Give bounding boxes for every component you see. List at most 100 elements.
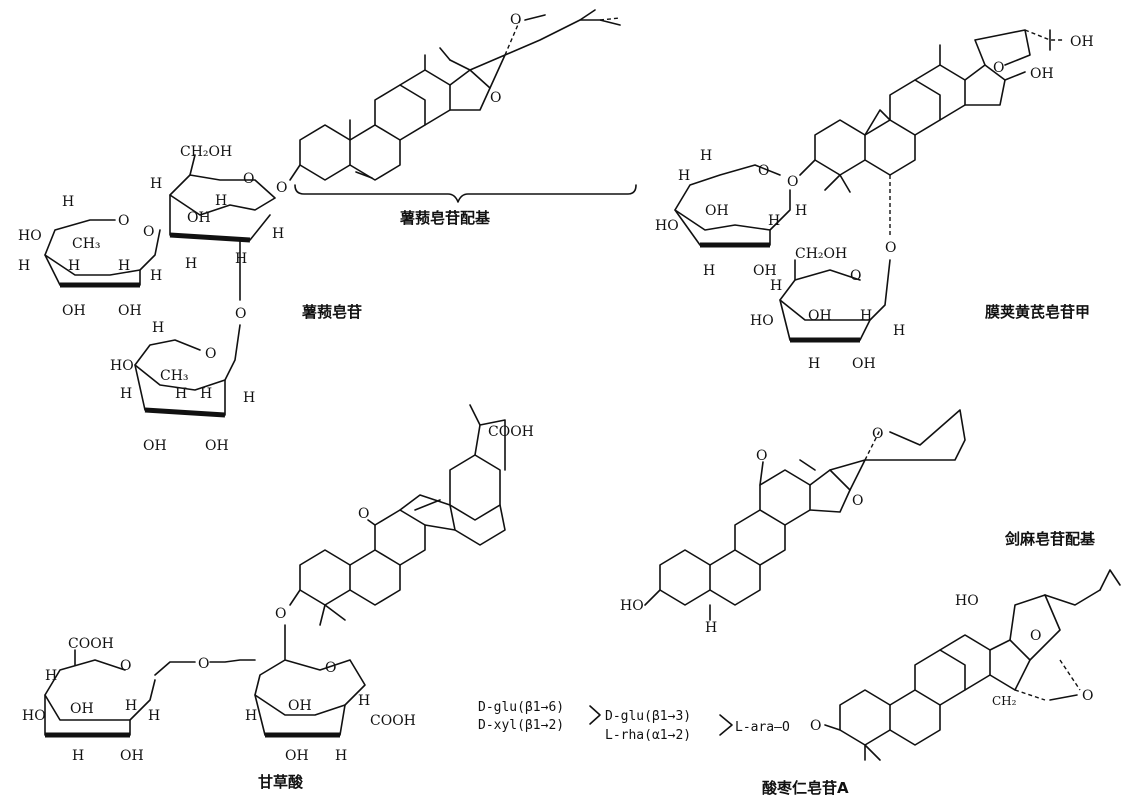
h-label: H [148,708,160,724]
sugar-chain-r4: L-rha(α1→2) [605,728,691,743]
h-label: H [175,386,187,402]
oh-label: OH [285,748,309,764]
sugar-chain-r1: D-glu(β1→6) [478,700,564,715]
oh-label: OH [753,263,777,279]
ho-label: HO [22,708,46,724]
ch2-label: CH₂ [992,694,1017,708]
h-label: H [150,268,162,284]
ring-oxygen-label: O [1082,688,1093,704]
h-label: H [45,668,57,684]
ring-oxygen-label: O [120,658,131,674]
h-label: H [150,176,162,192]
ch2oh-label: CH₂OH [795,246,847,262]
ring-oxygen-label: O [850,268,861,284]
cooh-label: COOH [488,424,534,440]
h-label: H [705,620,717,636]
h-label: H [62,194,74,210]
h-label: H [200,386,212,402]
cooh-label: COOH [370,713,416,729]
h-label: H [235,251,247,267]
h-label: H [18,258,30,274]
ho-label: HO [18,228,42,244]
glycoside-oxygen-label: O [276,180,287,196]
ketone-oxygen-label: O [756,448,767,464]
h-label: H [118,258,130,274]
hecogenin-structure: O O O HO H [620,409,966,636]
h-label: H [893,323,905,339]
ring-oxygen-label: O [490,90,501,106]
oh-label: OH [187,210,211,226]
h-label: H [678,168,690,184]
oh-label: OH [143,438,167,454]
oh-label: OH [205,438,229,454]
oh-label: OH [120,748,144,764]
oh-label: OH [70,701,94,717]
astragaloside-structure: OH O OH O O H H HO OH H H H OH O CH₂OH O… [655,29,1094,372]
ring-oxygen-label: O [872,426,883,442]
ring-oxygen-label: O [1030,628,1041,644]
h-label: H [358,693,370,709]
h-label: H [700,148,712,164]
jujuboside-structure: O HO CH₂ O O D-glu(β1→6) D-xyl(β1→2) D-g… [478,569,1121,761]
h-label: H [120,386,132,402]
glycyrrhizic-acid-structure: COOH O O O COOH OH H H OH H O COOH O H H… [22,404,534,764]
ring-oxygen-label: O [758,163,769,179]
glycoside-oxygen-label: O [198,656,209,672]
oh-label: OH [1030,66,1054,82]
h-label: H [72,748,84,764]
ketone-oxygen-label: O [358,506,369,522]
caption-glycyrrhizic-acid: 甘草酸 [258,773,304,791]
ring-oxygen-label: O [852,493,863,509]
caption-dioscin: 薯蓣皂苷 [302,303,363,321]
h-label: H [125,698,137,714]
ch3-label: CH₃ [160,368,189,384]
ring-oxygen-label: O [510,12,521,28]
sugar-chain-r5: L-ara—O [735,720,790,735]
h-label: H [68,258,80,274]
caption-astragaloside: 膜荚黄芪皂苷甲 [985,303,1091,321]
sugar-chain-r3: D-glu(β1→3) [605,709,691,724]
glycoside-oxygen-label: O [143,224,154,240]
ch2oh-label: CH₂OH [180,144,232,160]
ring-oxygen-label: O [325,660,336,676]
caption-jujuboside: 酸枣仁皂苷A [762,779,849,797]
dioscin-structure: O O O CH₂OH O OH H H H H H O O CH₃ H HO … [18,9,637,454]
h-label: H [770,278,782,294]
ho-label: HO [750,313,774,329]
oh-label: OH [118,303,142,319]
glycoside-oxygen-label: O [275,606,286,622]
h-label: H [335,748,347,764]
oh-label: OH [808,308,832,324]
oh-label: OH [62,303,86,319]
glycoside-oxygen-label: O [787,174,798,190]
h-label: H [860,308,872,324]
h-label: H [152,320,164,336]
oh-label: OH [852,356,876,372]
h-label: H [272,226,284,242]
ho-label: HO [110,358,134,374]
h-label: H [703,263,715,279]
sugar-chain-r2: D-xyl(β1→2) [478,718,564,733]
ho-label: HO [655,218,679,234]
oh-label: OH [288,698,312,714]
oh-label: OH [705,203,729,219]
cooh-label: COOH [68,636,114,652]
h-label: H [185,256,197,272]
h-label: H [243,390,255,406]
glycoside-oxygen-label: O [235,306,246,322]
h-label: H [768,213,780,229]
h-label: H [215,193,227,209]
ring-oxygen-label: O [243,171,254,187]
ho-label: HO [955,593,979,609]
caption-dioscin-aglycone: 薯蓣皂苷配基 [400,209,491,227]
caption-hecogenin: 剑麻皂苷配基 [1005,530,1096,548]
glycoside-oxygen-label: O [885,240,896,256]
h-label: H [795,203,807,219]
ring-oxygen-label: O [993,60,1004,76]
h-label: H [245,708,257,724]
ho-label: HO [620,598,644,614]
h-label: H [808,356,820,372]
ring-oxygen-label: O [118,213,129,229]
ch3-label: CH₃ [72,236,101,252]
glycoside-oxygen-label: O [810,718,821,734]
